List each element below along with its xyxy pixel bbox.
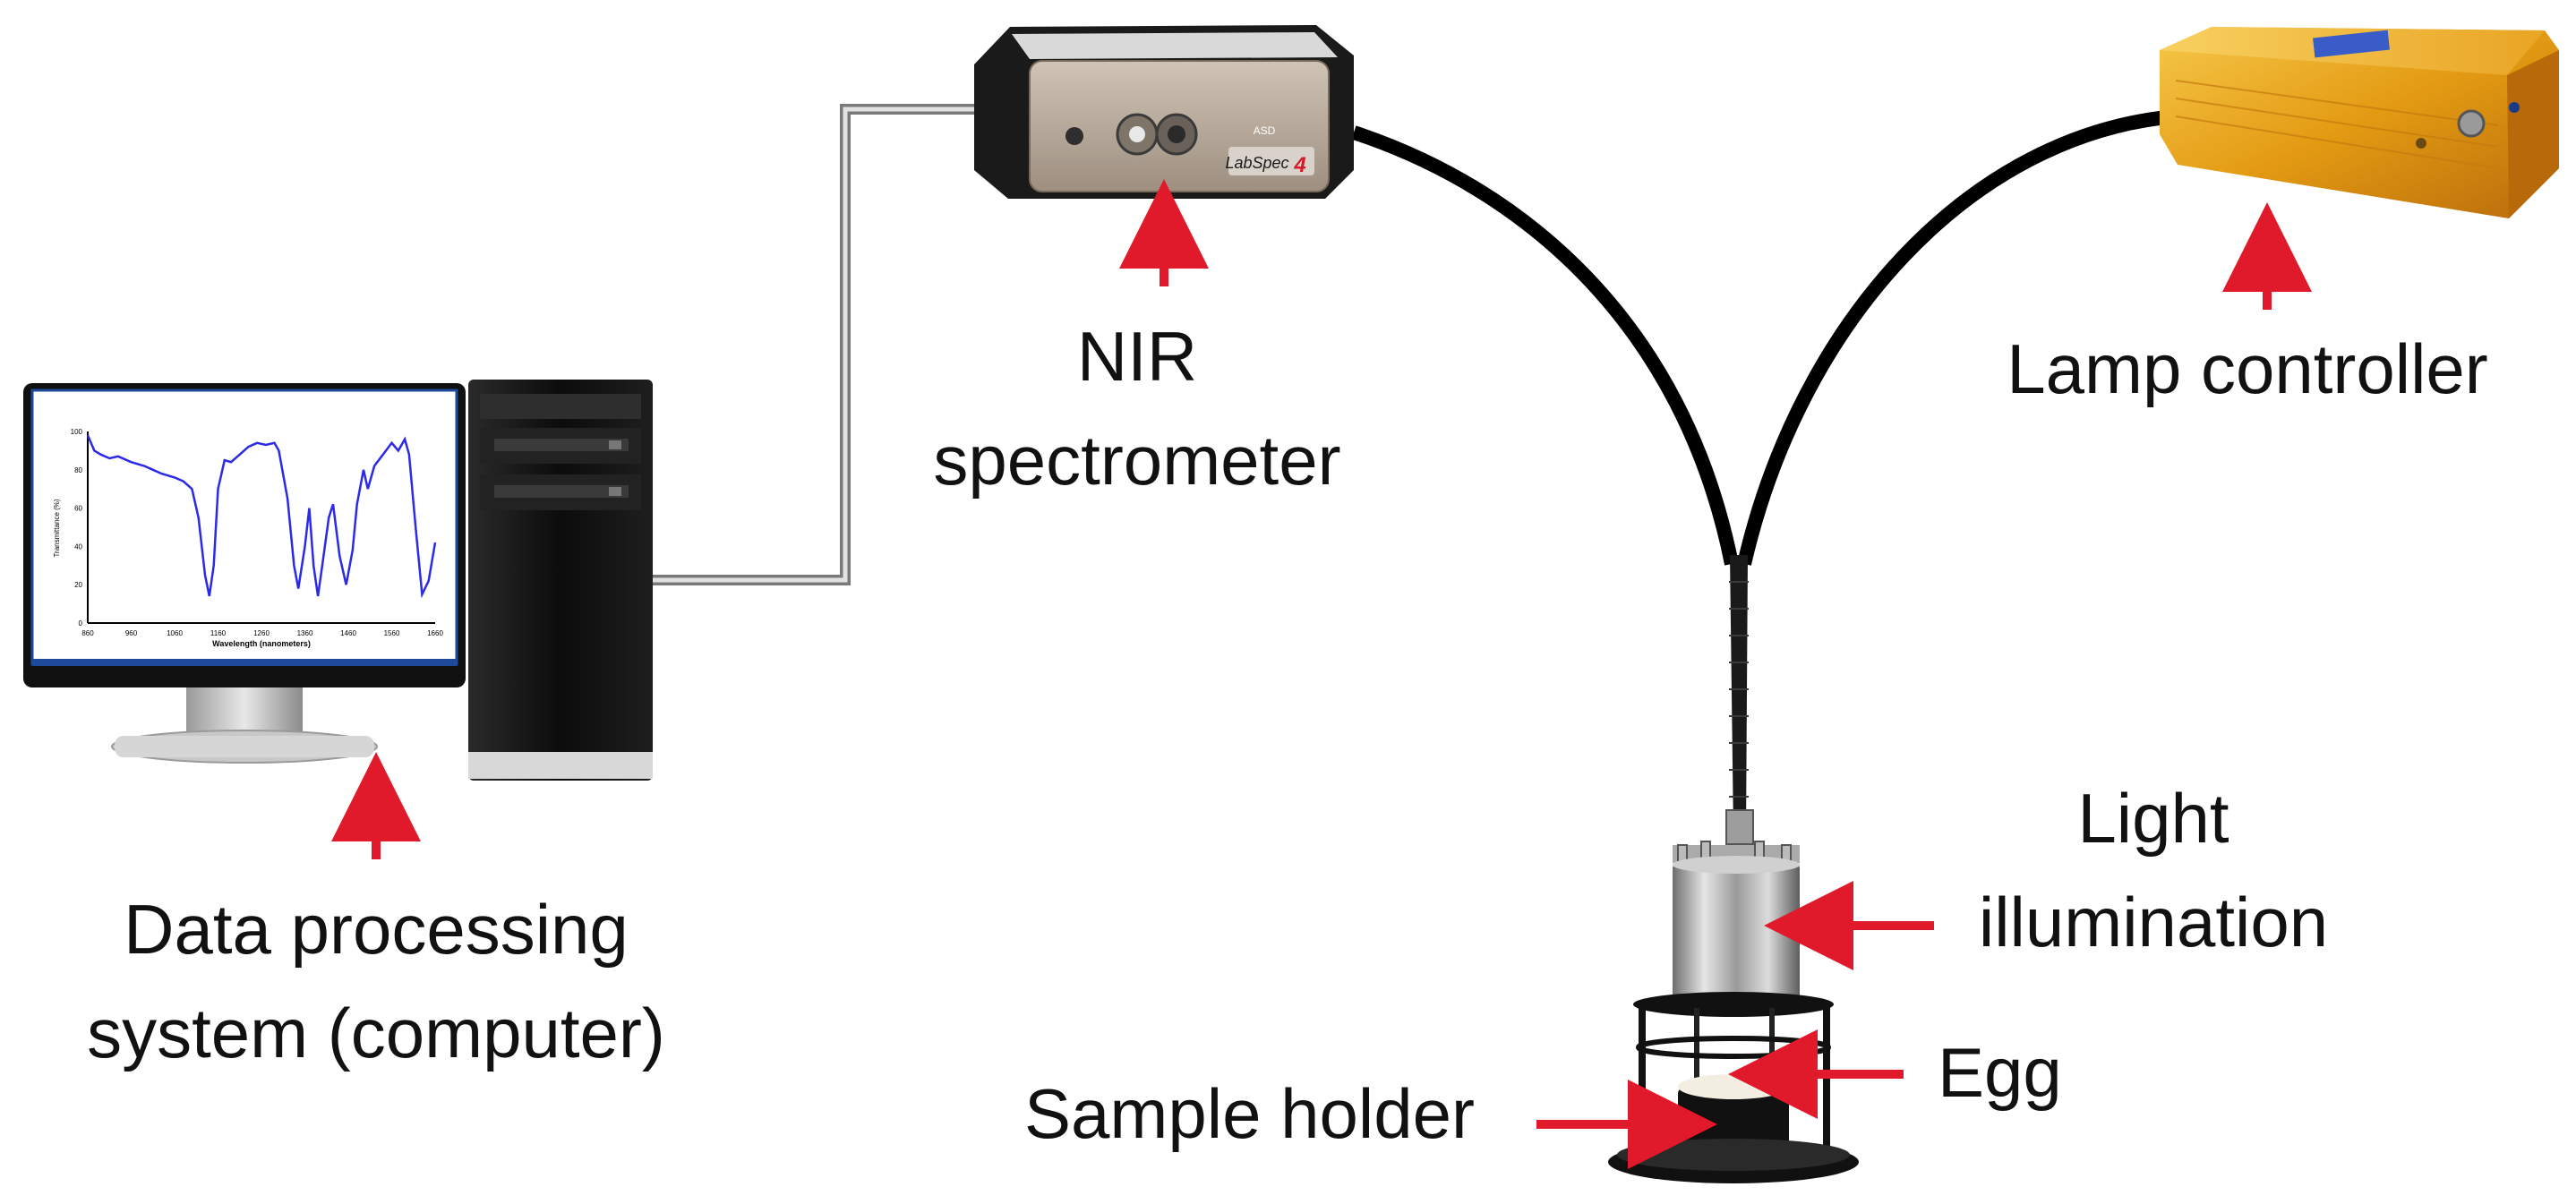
- lamp-controller-label: Lamp controller: [1952, 317, 2543, 421]
- egg-label: Egg: [1938, 1020, 2062, 1124]
- spectrum-x-tick: 1560: [384, 629, 400, 637]
- nir-spectrometer-label: NIR spectrometer: [904, 304, 1370, 512]
- spectrum-x-axis-label: Wavelength (nanometers): [212, 639, 311, 648]
- computer-label-line2: system (computer): [87, 994, 665, 1072]
- sample-holder-label: Sample holder: [1024, 1062, 1475, 1166]
- spectrum-x-tick: 860: [81, 629, 94, 637]
- fiber-cable-lamp-branch: [1737, 109, 2177, 566]
- desktop-computer-icon: [23, 380, 653, 781]
- fiber-cable-trunk: [1730, 555, 1748, 833]
- spectrometer-brand-text: ASD: [1254, 124, 1276, 137]
- nir-label-line2: spectrometer: [933, 421, 1341, 500]
- light-label-line2: illumination: [1978, 883, 2329, 961]
- computer-label: Data processing system (computer): [9, 877, 743, 1085]
- spectrum-y-axis-label: Transmittance (%): [53, 499, 61, 557]
- light-illumination-label: Light illumination: [1934, 766, 2373, 974]
- spectrum-line: [86, 434, 437, 599]
- sample-holder-stand-icon: [1608, 992, 1859, 1183]
- egg-label-text: Egg: [1938, 1033, 2062, 1112]
- nir-label-line1: NIR: [1076, 317, 1198, 396]
- sample-holder-label-text: Sample holder: [1024, 1074, 1475, 1153]
- spectrum-x-tick: 1660: [427, 629, 443, 637]
- spectrum-y-tick: 100: [71, 428, 83, 436]
- spectrometer-device-icon: ASD LabSpec 4: [974, 25, 1354, 199]
- spectrum-y-tick: 20: [74, 581, 82, 589]
- pointer-arrows: [331, 179, 2312, 1169]
- lamp-controller-box-icon: [2160, 27, 2559, 218]
- spectrum-x-tick: 1460: [340, 629, 356, 637]
- spectrum-y-tick: 0: [79, 619, 83, 628]
- lamp-label-text: Lamp controller: [2007, 329, 2488, 408]
- spectrum-x-tick: 1360: [297, 629, 313, 637]
- spectrum-x-tick: 1260: [253, 629, 270, 637]
- monitor-spectrum-plot: 0 20 40 60 80 100 860 960 1060 1160 1260 1360 1460 1…: [53, 428, 443, 648]
- spectrometer-model-suffix: 4: [1293, 153, 1305, 177]
- spectrum-x-tick: 960: [125, 629, 138, 637]
- spectrum-y-tick: 80: [74, 466, 82, 474]
- illumination-probe-icon: [1673, 841, 1800, 999]
- spectrum-x-tick: 1160: [210, 629, 227, 637]
- spectrum-x-tick: 1060: [167, 629, 183, 637]
- spectrum-y-tick: 40: [74, 542, 82, 551]
- fiber-cable-spectrometer-branch: [1351, 125, 1739, 566]
- spectrum-y-tick: 60: [74, 505, 82, 513]
- spectrometer-model-text: LabSpec: [1225, 154, 1288, 172]
- light-label-line1: Light: [2077, 779, 2229, 858]
- computer-label-line1: Data processing: [124, 890, 629, 969]
